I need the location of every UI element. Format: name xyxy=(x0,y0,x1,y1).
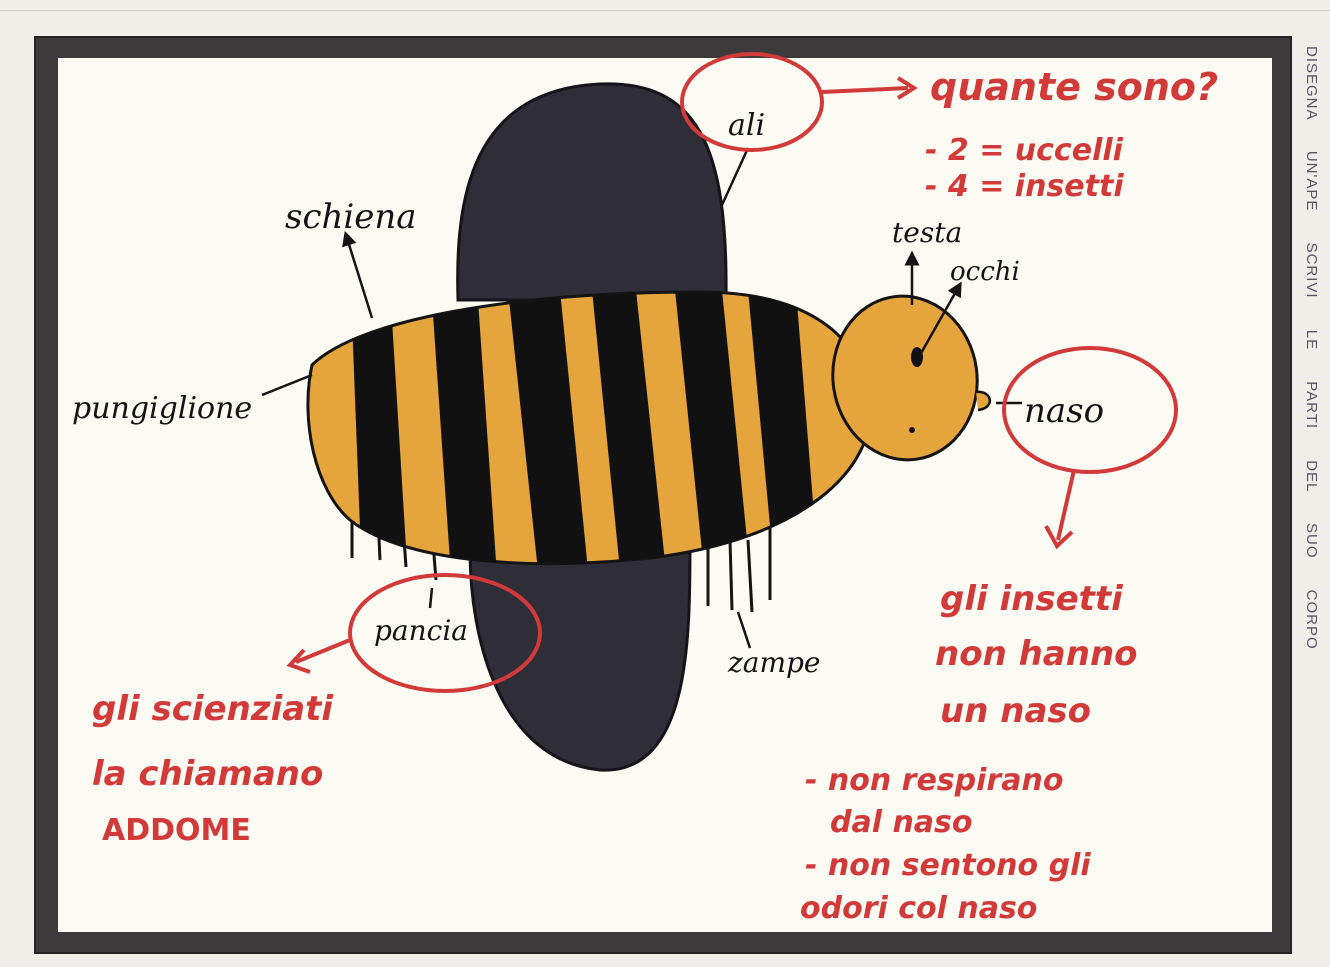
note-naso-4: - non respirano xyxy=(805,763,1063,798)
note-naso-7: odori col naso xyxy=(800,891,1037,926)
note-naso-1: gli insetti xyxy=(940,579,1124,619)
note-naso-6: - non sentono gli xyxy=(805,848,1091,883)
label-occhi: occhi xyxy=(950,257,1020,287)
side-caption: DISEGNA UN'APE SCRIVI LE PARTI DEL SUO C… xyxy=(1296,46,1320,906)
note-pancia-1: gli scienziati xyxy=(92,689,334,729)
label-zampe: zampe xyxy=(727,646,821,679)
label-schiena: schiena xyxy=(285,197,417,237)
note-ali-birds: - 2 = uccelli xyxy=(925,133,1124,168)
label-pancia: pancia xyxy=(374,614,468,647)
lower-wing xyxy=(470,540,690,770)
bee-nose xyxy=(976,392,990,410)
note-naso-5: dal naso xyxy=(830,805,973,840)
note-naso-3: un naso xyxy=(940,691,1091,731)
note-pancia-2: la chiamano xyxy=(92,754,323,794)
label-naso: naso xyxy=(1024,391,1104,431)
note-ali-question: quante sono? xyxy=(930,65,1218,109)
note-ali-insects: - 4 = insetti xyxy=(925,169,1124,204)
label-ali: ali xyxy=(728,108,765,143)
label-pungiglione: pungiglione xyxy=(72,391,252,426)
note-naso-2: non hanno xyxy=(935,634,1138,674)
bee-eye xyxy=(911,347,923,367)
note-pancia-3: ADDOME xyxy=(102,813,251,848)
label-testa: testa xyxy=(892,216,962,249)
